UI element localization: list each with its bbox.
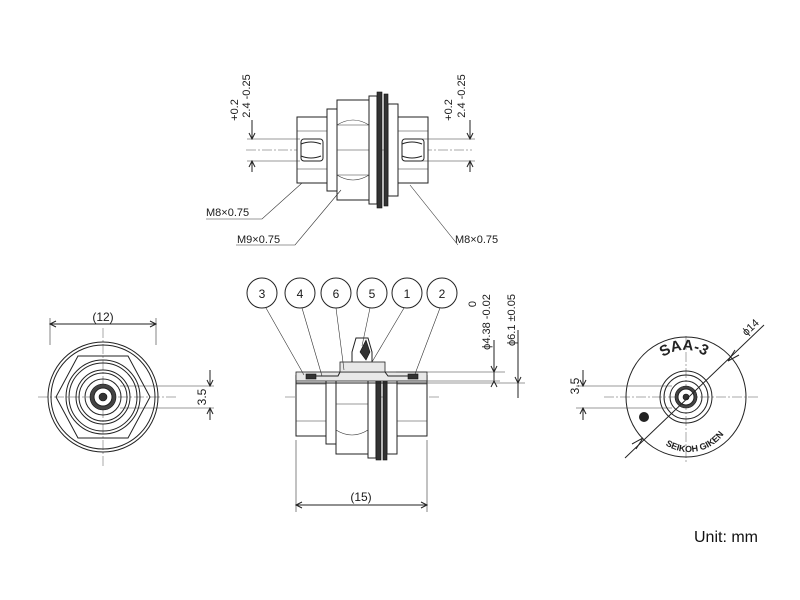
balloon-group: 3 4 6 5 1 2 [246, 277, 458, 377]
balloon-5 [356, 277, 388, 309]
marking-brand: SEIKOH GIKEN [664, 429, 725, 454]
top-view: +0.2 2.4 -0.25 +0.2 2.4 -0.25 M8×0.75 M9… [206, 74, 498, 246]
left-end-view: (12) 3.5 [38, 310, 214, 468]
balloon-1 [391, 277, 423, 309]
top-right-tol-lower: 2.4 -0.25 [456, 74, 468, 117]
thread-label-middle: M9×0.75 [237, 234, 280, 246]
left-height-dim: 3.5 [195, 388, 209, 405]
right-height-dim: 3.5 [568, 377, 582, 394]
top-right-tol-upper: +0.2 [443, 99, 455, 121]
balloon-3-label: 3 [259, 287, 266, 301]
balloon-2-label: 2 [439, 287, 446, 301]
outer-dim: ϕ6.1 ±0.05 [506, 294, 518, 346]
right-end-view: SAA-3 SEIKOH GIKEN 3.5 ϕ14 [568, 317, 765, 462]
balloon-4-label: 4 [297, 287, 304, 301]
top-left-tol-lower: 2.4 -0.25 [241, 74, 253, 117]
top-left-tol-upper: +0.2 [229, 99, 241, 121]
balloon-6-label: 6 [333, 287, 340, 301]
unit-note: Unit: mm [694, 529, 758, 546]
marking-model: SAA-3 [657, 337, 712, 361]
thread-label-right: M8×0.75 [455, 234, 498, 246]
section-view: 3 4 6 5 1 2 (15) [246, 277, 525, 512]
balloon-1-label: 1 [404, 287, 411, 301]
brand-logo-icon [639, 412, 649, 422]
right-dia-dim: ϕ14 [740, 317, 762, 338]
balloon-5-label: 5 [369, 287, 376, 301]
bore-dim: ϕ4.38 -0.02 [481, 294, 493, 350]
balloon-2 [426, 277, 458, 309]
bore-tol-zero: 0 [467, 301, 479, 307]
balloon-4 [284, 277, 316, 309]
thread-label-left: M8×0.75 [206, 207, 249, 219]
left-width-dim: (12) [92, 310, 113, 324]
right-flange-outline [625, 336, 747, 458]
section-length-dim: (15) [350, 490, 371, 504]
balloon-3 [246, 277, 278, 309]
